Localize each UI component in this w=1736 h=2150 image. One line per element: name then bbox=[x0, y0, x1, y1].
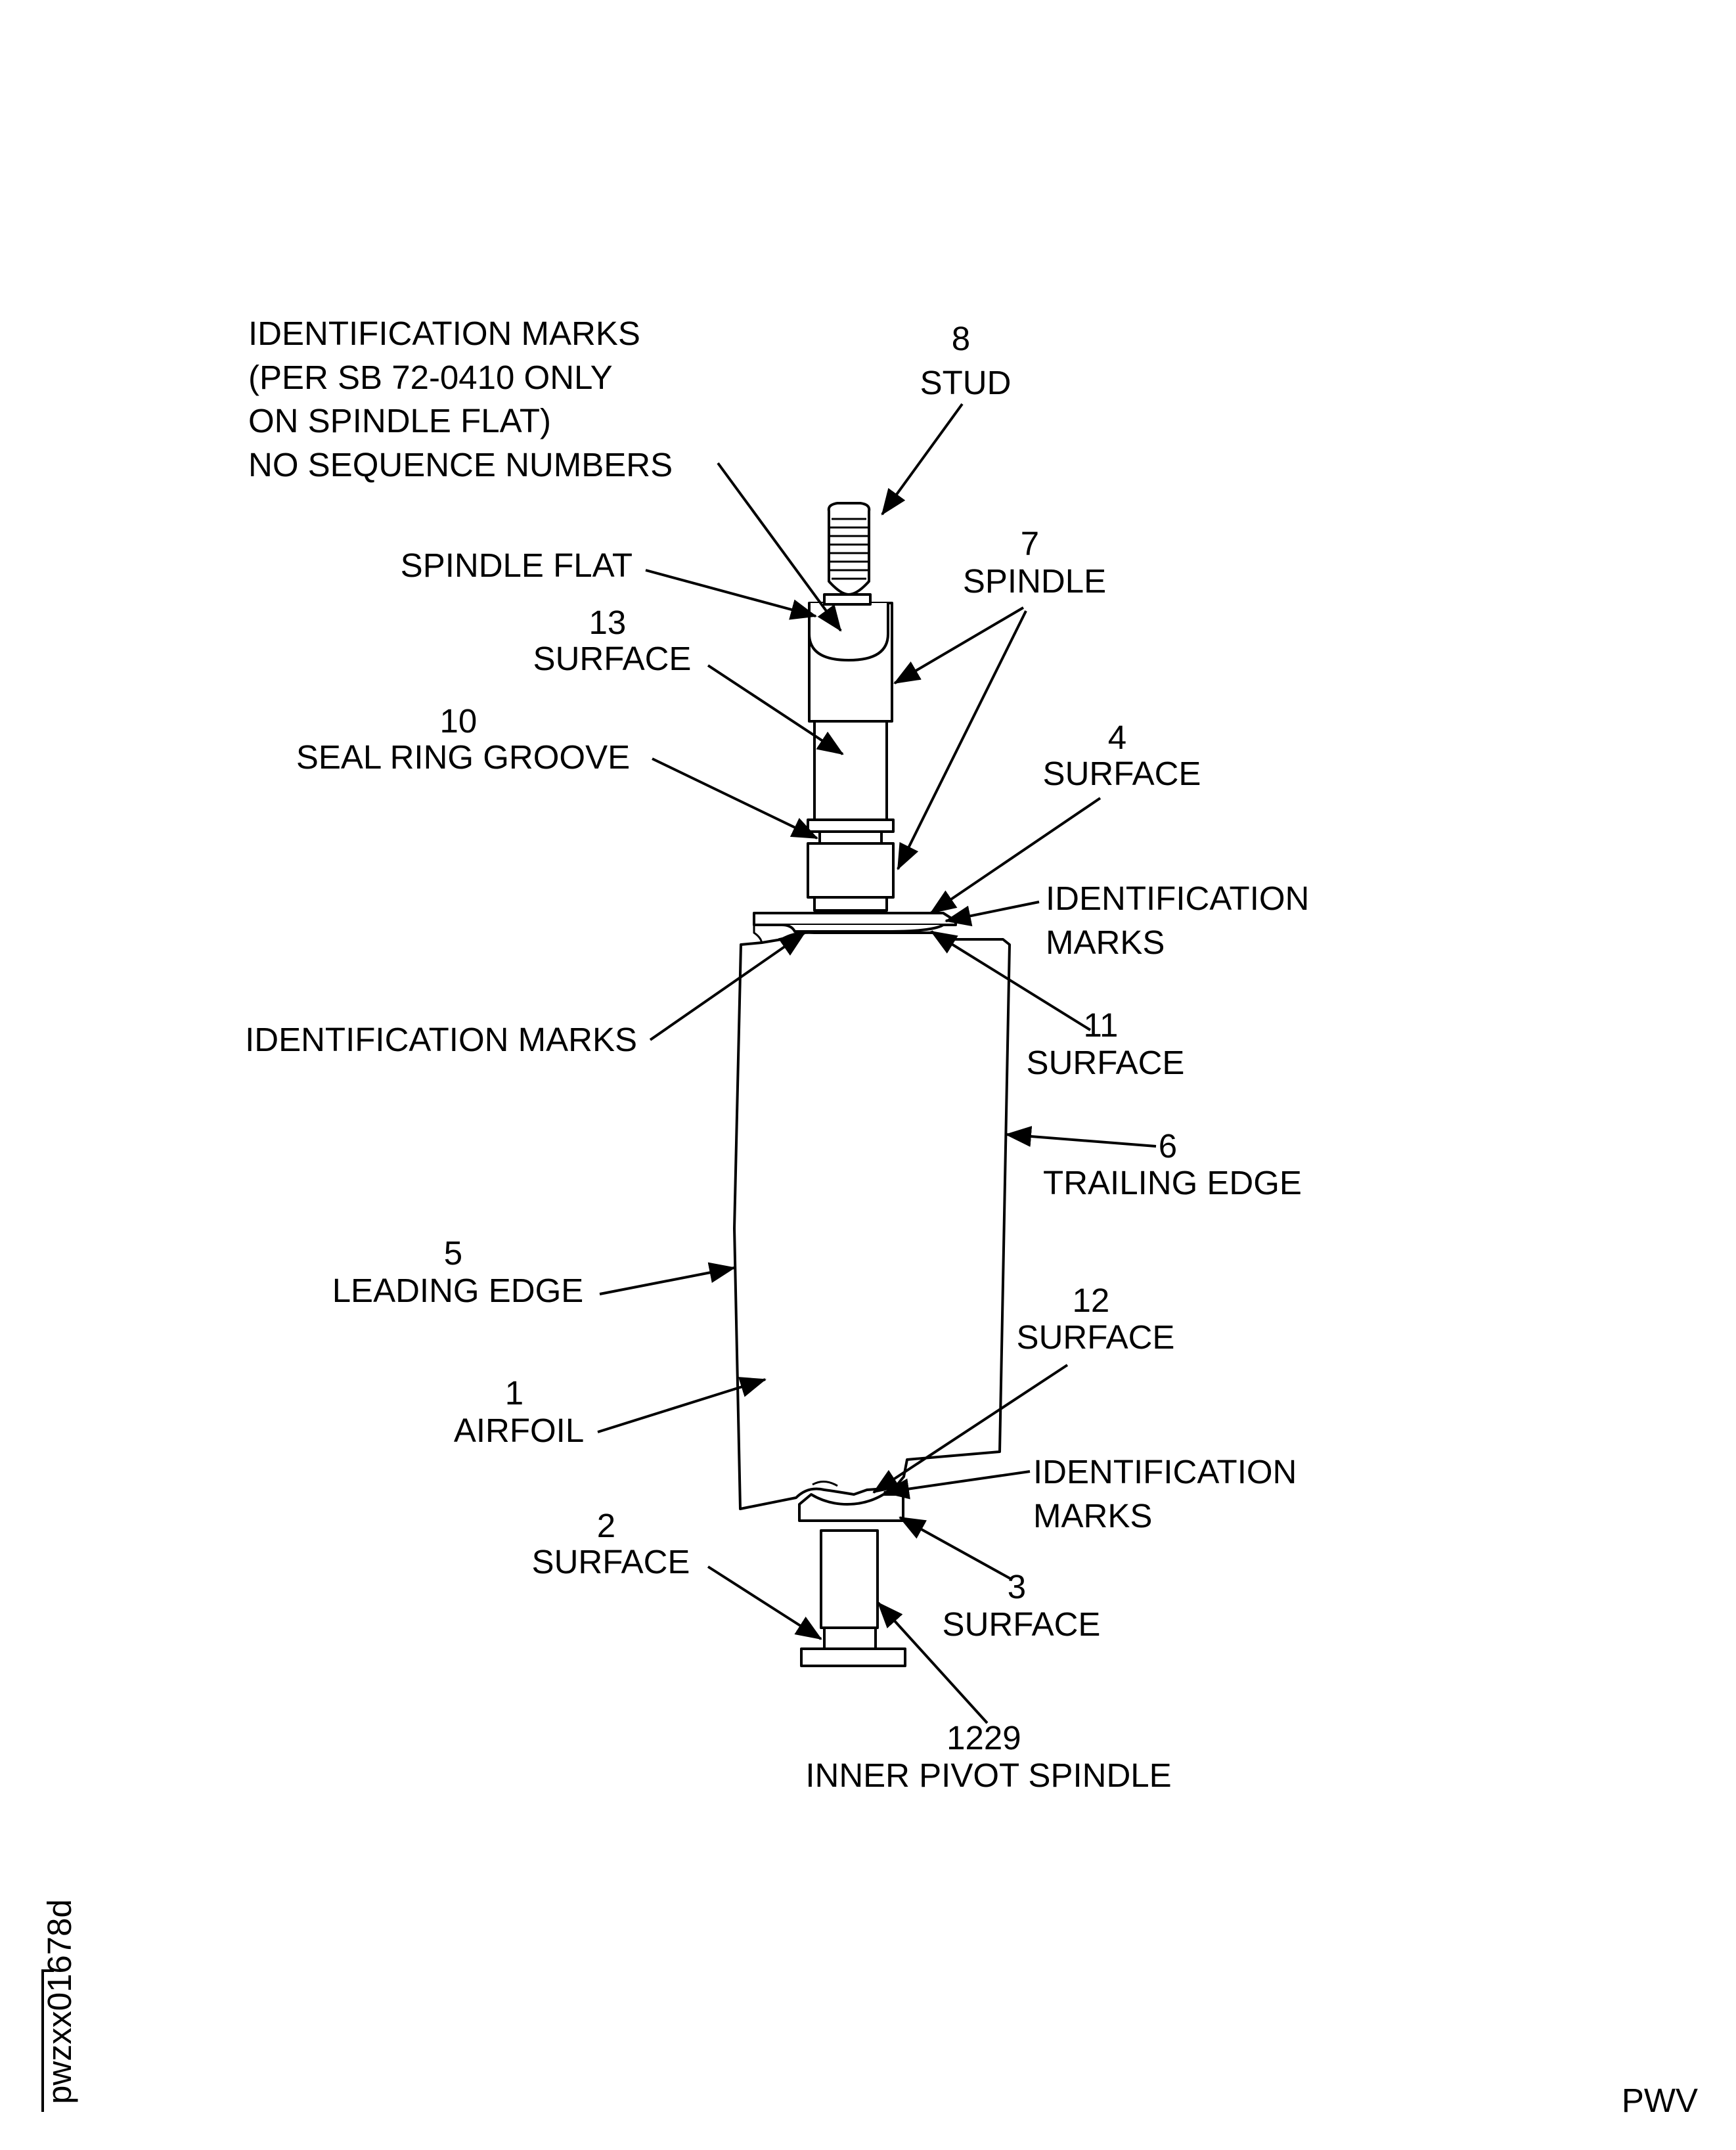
callout-labels: IDENTIFICATION MARKS (PER SB 72-0410 ONL… bbox=[245, 315, 1319, 1794]
callout-surface-12: 12 SURFACE bbox=[1017, 1282, 1175, 1356]
callout-id-marks-note: IDENTIFICATION MARKS (PER SB 72-0410 ONL… bbox=[248, 315, 673, 483]
callout-trailing-edge: 6 TRAILING EDGE bbox=[1043, 1127, 1302, 1201]
leader-spindle-a bbox=[893, 606, 1025, 684]
callout-id-marks-left: IDENTIFICATION MARKS bbox=[245, 1021, 637, 1058]
leader-stud bbox=[881, 403, 964, 516]
leader-trailing-edge bbox=[1005, 1126, 1157, 1148]
corner-mark: PWV bbox=[1622, 2082, 1698, 2119]
inner-pivot bbox=[798, 1493, 906, 1667]
callout-spindle-flat: SPINDLE FLAT bbox=[401, 547, 633, 584]
airfoil-body bbox=[733, 931, 1011, 1510]
callout-surface-3: 3 SURFACE bbox=[943, 1568, 1101, 1643]
leader-surface-11 bbox=[930, 930, 1092, 1031]
leader-seal-ring-groove bbox=[652, 757, 818, 840]
leader-id-marks-bottom bbox=[883, 1470, 1031, 1500]
leader-lines bbox=[597, 403, 1157, 1724]
leader-id-marks-top bbox=[945, 901, 1040, 927]
figure-id: pwzxx01678d bbox=[41, 1899, 78, 2104]
leader-spindle-flat bbox=[645, 569, 817, 620]
callout-id-marks-top: IDENTIFICATION MARKS bbox=[1046, 880, 1319, 961]
callout-surface-13: 13 SURFACE bbox=[533, 604, 692, 677]
callout-inner-pivot-spindle: 1229 INNER PIVOT SPINDLE bbox=[805, 1719, 1171, 1794]
callout-leading-edge: 5 LEADING EDGE bbox=[332, 1234, 584, 1309]
leader-surface-4 bbox=[929, 797, 1102, 914]
leader-surface-3 bbox=[899, 1516, 1011, 1580]
leader-id-marks-left bbox=[649, 931, 806, 1041]
outer-platform bbox=[753, 912, 957, 945]
leader-airfoil bbox=[597, 1377, 767, 1433]
callout-surface-4: 4 SURFACE bbox=[1043, 719, 1201, 792]
callout-id-marks-bottom: IDENTIFICATION MARKS bbox=[1033, 1453, 1306, 1534]
callout-stud: 8 STUD bbox=[920, 320, 1012, 401]
spindle-shaft bbox=[813, 720, 888, 821]
callout-spindle: 7 SPINDLE bbox=[963, 525, 1106, 600]
callout-surface-2: 2 SURFACE bbox=[532, 1507, 690, 1580]
leader-surface-12 bbox=[872, 1364, 1069, 1494]
leader-inner-pivot-spindle bbox=[877, 1601, 989, 1724]
leader-leading-edge bbox=[599, 1262, 736, 1295]
callout-surface-11: 11 SURFACE bbox=[1027, 1006, 1185, 1081]
callout-airfoil: 1 AIRFOIL bbox=[454, 1374, 584, 1449]
leader-spindle-b bbox=[897, 610, 1027, 870]
callout-seal-ring-groove: 10 SEAL RING GROOVE bbox=[296, 702, 630, 776]
threaded-stud bbox=[827, 502, 871, 596]
leader-surface-13 bbox=[707, 664, 844, 755]
leader-id-marks-note bbox=[717, 462, 842, 632]
figure-id-block: pwzxx01678d bbox=[41, 1899, 78, 2112]
seal-ring-groove bbox=[807, 818, 895, 912]
vane-drawing bbox=[733, 502, 1011, 1667]
spindle-upper bbox=[808, 593, 893, 723]
leader-surface-2 bbox=[707, 1565, 822, 1640]
